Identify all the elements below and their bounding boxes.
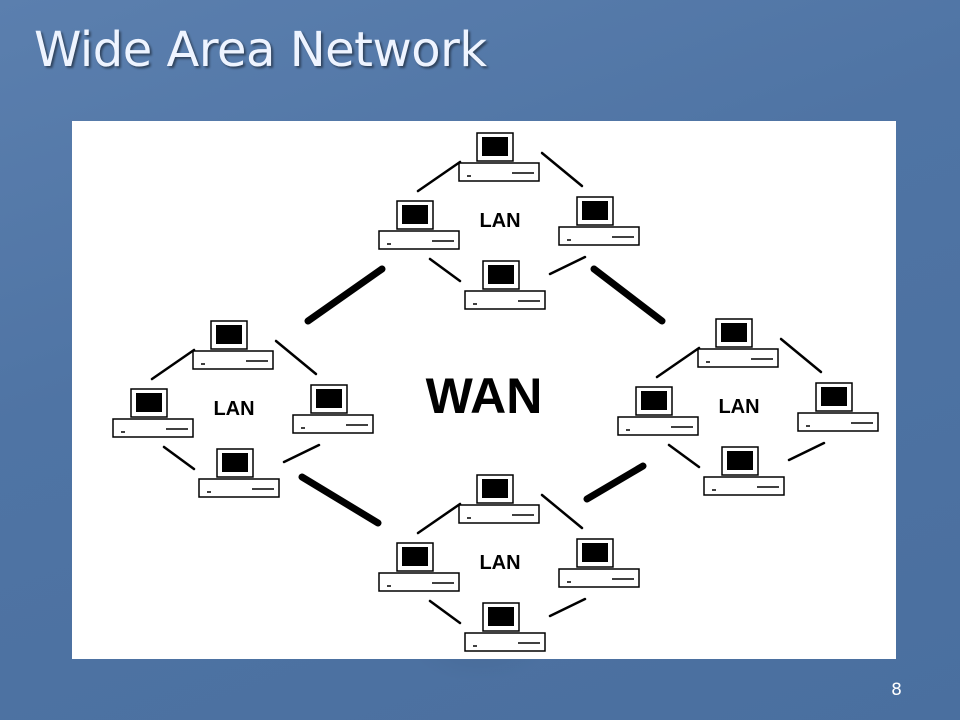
lan-label: LAN: [479, 210, 520, 232]
lan-link: [779, 337, 823, 374]
page-number: 8: [891, 680, 902, 700]
computer-icon: [458, 132, 540, 182]
lan-label: LAN: [213, 398, 254, 420]
computer-icon: [292, 384, 374, 434]
wan-link-bottom-right: [583, 462, 647, 503]
computer-icon: [703, 446, 785, 496]
wan-link-top-left: [304, 265, 386, 325]
wan-link-top-right: [590, 265, 666, 325]
computer-icon: [458, 474, 540, 524]
computer-icon: [464, 602, 546, 652]
lan-link: [282, 443, 321, 464]
computer-icon: [464, 260, 546, 310]
lan-cluster-top: LAN: [378, 132, 640, 310]
computer-icon: [617, 386, 699, 436]
lan-link: [274, 339, 318, 376]
lan-link: [540, 151, 584, 188]
computer-icon: [697, 318, 779, 368]
lan-link: [416, 502, 462, 535]
lan-cluster-bottom: LAN: [378, 474, 640, 652]
lan-link: [787, 441, 826, 462]
lan-link: [428, 257, 462, 283]
diagram-panel: WAN LAN LAN LAN LAN: [72, 121, 896, 659]
lan-link: [162, 445, 196, 471]
computer-icon: [192, 320, 274, 370]
lan-link: [667, 443, 701, 469]
lan-label: LAN: [718, 396, 759, 418]
wan-label: WAN: [426, 368, 543, 424]
computer-icon: [558, 538, 640, 588]
lan-link: [655, 346, 701, 379]
computer-icon: [378, 542, 460, 592]
computer-icon: [378, 200, 460, 250]
lan-cluster-left: LAN: [112, 320, 374, 498]
lan-link: [428, 599, 462, 625]
wan-diagram: WAN LAN LAN LAN LAN: [112, 132, 879, 652]
lan-link: [548, 255, 587, 276]
lan-cluster-right: LAN: [617, 318, 879, 496]
slide-title: Wide Area Network: [34, 22, 487, 78]
computer-icon: [112, 388, 194, 438]
lan-link: [548, 597, 587, 618]
computer-icon: [198, 448, 280, 498]
lan-label: LAN: [479, 552, 520, 574]
lan-link: [150, 348, 196, 381]
wan-link-bottom-left: [298, 473, 382, 527]
computer-icon: [558, 196, 640, 246]
lan-link: [416, 160, 462, 193]
lan-link: [540, 493, 584, 530]
computer-icon: [797, 382, 879, 432]
